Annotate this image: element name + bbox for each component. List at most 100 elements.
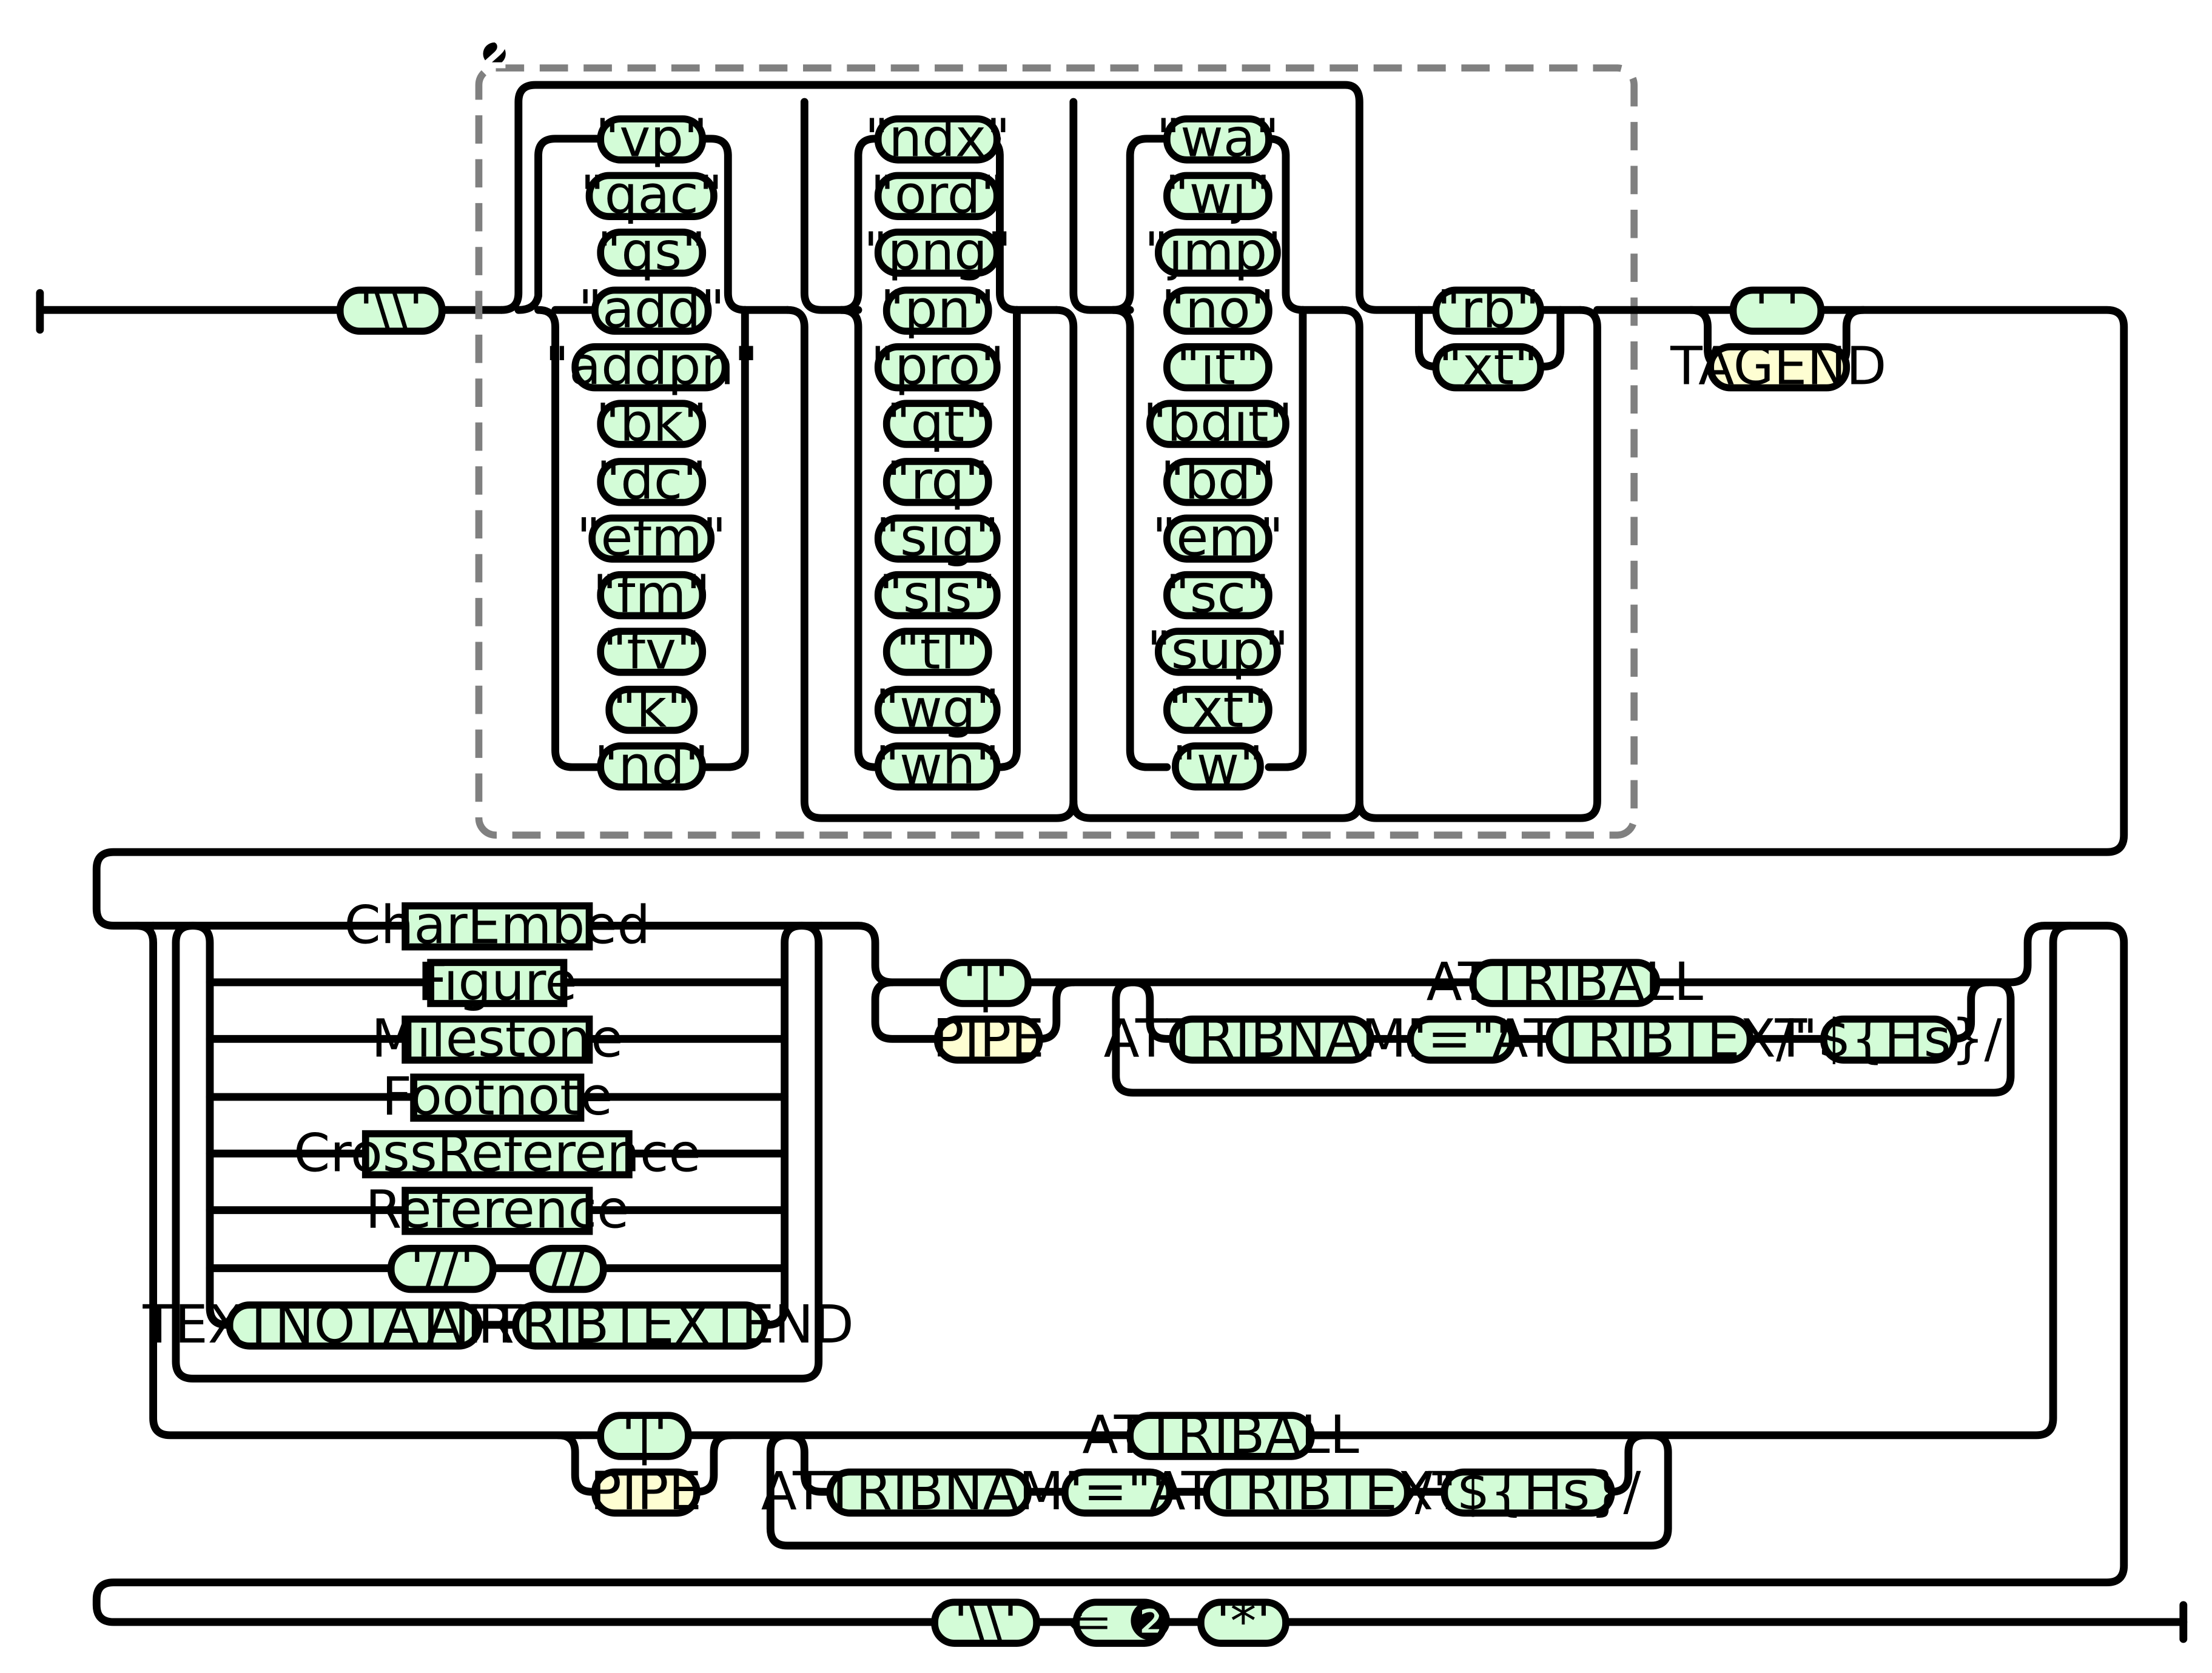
term-dc: "dc" xyxy=(596,451,707,512)
regex-hs-2: /"${Hs}/ xyxy=(1415,1461,1642,1522)
term-tl: "tl" xyxy=(882,621,992,682)
term-star: '*' xyxy=(1197,1592,1289,1652)
attrib-block-row-3: '|' PIPE ATTRIBALL ATTRIBNAME '="' ATTRI… xyxy=(590,1405,1642,1522)
svg-text:"add": "add" xyxy=(578,280,725,340)
svg-text:/"${Hs}/: /"${Hs}/ xyxy=(1776,1008,2003,1069)
term-jmp: "jmp" xyxy=(1145,221,1291,282)
svg-text:ATTRIBNAME: ATTRIBNAME xyxy=(1104,1008,1440,1069)
term-pn: "pn" xyxy=(880,280,995,340)
group-column-4: "rb" "xt" xyxy=(1432,280,1544,397)
term-qt: "qt" xyxy=(882,393,992,454)
term-attriball: ATTRIBALL xyxy=(1427,952,1703,1013)
row-3-tracks xyxy=(554,1431,2188,1643)
term-pro: "pro" xyxy=(870,337,1004,397)
svg-text:"addpn": "addpn" xyxy=(545,337,758,397)
term-attribtext-2: ATTRIBTEXT xyxy=(1150,1461,1465,1522)
svg-text:"tl": "tl" xyxy=(896,621,979,682)
svg-text:"pn": "pn" xyxy=(880,280,995,340)
term-bd: "bd" xyxy=(1160,451,1275,512)
backref-group-2: ⇐ ❷ xyxy=(1066,1592,1174,1652)
nt-milestone: Milestone xyxy=(371,1008,623,1069)
svg-text:'//': '//' xyxy=(410,1238,474,1298)
svg-text:PIPE: PIPE xyxy=(933,1008,1044,1069)
svg-text:ATTRIBALL: ATTRIBALL xyxy=(1427,952,1703,1013)
term-attribname: ATTRIBNAME xyxy=(1104,1008,1440,1069)
term-rq: "rq" xyxy=(882,451,992,512)
term-no: "no" xyxy=(1161,280,1274,340)
term-space: ' ' xyxy=(1729,280,1825,340)
term-bk: "bk" xyxy=(596,393,707,454)
term-w: "w" xyxy=(1172,736,1264,796)
svg-text:"em": "em" xyxy=(1152,508,1284,568)
term-textnotattrib: TEXTNOTATTRIB xyxy=(142,1295,565,1355)
row-2-tracks xyxy=(92,922,2128,1626)
svg-text:"qs": "qs" xyxy=(597,221,706,282)
svg-text:"jmp": "jmp" xyxy=(1145,221,1291,282)
term-qs: "qs" xyxy=(597,221,707,282)
term-wg: "wg" xyxy=(874,679,1001,739)
regex-double-slash: // xyxy=(529,1238,607,1298)
svg-text:Footnote: Footnote xyxy=(382,1067,613,1127)
svg-text:'|': '|' xyxy=(963,952,1009,1013)
svg-text:ATTRIBALL: ATTRIBALL xyxy=(1082,1405,1359,1466)
term-wj: "wj" xyxy=(1163,165,1272,226)
svg-text:"wj": "wj" xyxy=(1165,165,1271,226)
tagend-choice: ' ' TAGEND xyxy=(1670,280,1886,397)
svg-text:ATTRIBTEXT: ATTRIBTEXT xyxy=(1492,1008,1807,1069)
svg-text:"sc": "sc" xyxy=(1166,564,1270,625)
term-fm: "fm" xyxy=(593,564,710,625)
content-choices: CharEmbed Figure Milestone Footnote Cros… xyxy=(142,896,853,1355)
term-double-slash: '//' xyxy=(387,1238,497,1298)
term-add: "add" xyxy=(578,280,725,340)
term-ord: "ord" xyxy=(870,165,1004,226)
group-column-3: "wa" "wj" "jmp" "no" "it" "bdit" "bd" "e… xyxy=(1143,109,1293,796)
svg-text:"bk": "bk" xyxy=(596,393,707,454)
start-terminal: '\\' xyxy=(336,280,446,340)
svg-text:"sup": "sup" xyxy=(1147,621,1289,682)
svg-text:'*': '*' xyxy=(1216,1592,1271,1652)
svg-text:ATTRIBTEXTEND: ATTRIBTEXTEND xyxy=(426,1295,853,1355)
term-it: "it" xyxy=(1163,337,1272,397)
term-bdit: "bdit" xyxy=(1143,393,1293,454)
svg-text:Reference: Reference xyxy=(365,1180,629,1241)
term-fv: "fv" xyxy=(597,621,707,682)
svg-text://: // xyxy=(550,1238,586,1298)
term-equals-quote-2: '="' xyxy=(1061,1461,1174,1522)
svg-text:"png": "png" xyxy=(864,221,1012,282)
svg-text:TEXTNOTATTRIB: TEXTNOTATTRIB xyxy=(142,1295,565,1355)
svg-text:'|': '|' xyxy=(621,1405,668,1466)
term-attriball-2: ATTRIBALL xyxy=(1082,1405,1359,1466)
svg-text:"sls": "sls" xyxy=(879,564,996,625)
svg-text:CharEmbed: CharEmbed xyxy=(344,896,650,956)
svg-text:"rq": "rq" xyxy=(887,451,989,512)
token-pipe: PIPE xyxy=(933,1008,1044,1069)
svg-text:"bd": "bd" xyxy=(1160,451,1275,512)
svg-text:Figure: Figure xyxy=(417,952,577,1013)
svg-text:'="': '="' xyxy=(1069,1461,1166,1522)
term-efm: "efm" xyxy=(577,508,727,568)
nt-footnote: Footnote xyxy=(382,1067,613,1127)
svg-text:"nd": "nd" xyxy=(594,736,709,796)
term-attribtextend: ATTRIBTEXTEND xyxy=(426,1295,853,1355)
term-end-backslash: '\\' xyxy=(931,1592,1040,1652)
svg-text:/"${Hs}/: /"${Hs}/ xyxy=(1415,1461,1642,1522)
term-em: "em" xyxy=(1152,508,1284,568)
svg-text:"qac": "qac" xyxy=(580,165,723,226)
svg-text:' ': ' ' xyxy=(1754,280,1800,340)
regex-hs: /"${Hs}/ xyxy=(1776,1008,2003,1069)
svg-text:"xt": "xt" xyxy=(1168,679,1268,739)
svg-text:"ndx": "ndx" xyxy=(865,109,1010,169)
term-wa: "wa" xyxy=(1156,109,1279,169)
nt-figure: Figure xyxy=(417,952,577,1013)
svg-text:"fv": "fv" xyxy=(603,621,701,682)
term-sup: "sup" xyxy=(1147,621,1289,682)
svg-text:CrossReference: CrossReference xyxy=(294,1123,701,1184)
svg-text:"efm": "efm" xyxy=(577,508,727,568)
term-pipe: '|' xyxy=(940,952,1032,1013)
svg-text:"it": "it" xyxy=(1176,337,1259,397)
svg-text:ATTRIBNAME: ATTRIBNAME xyxy=(761,1461,1097,1522)
svg-text:"no": "no" xyxy=(1161,280,1274,340)
svg-text:TAGEND: TAGEND xyxy=(1670,337,1886,397)
term-k: "k" xyxy=(605,679,698,739)
term-wh: "wh" xyxy=(874,736,1001,796)
